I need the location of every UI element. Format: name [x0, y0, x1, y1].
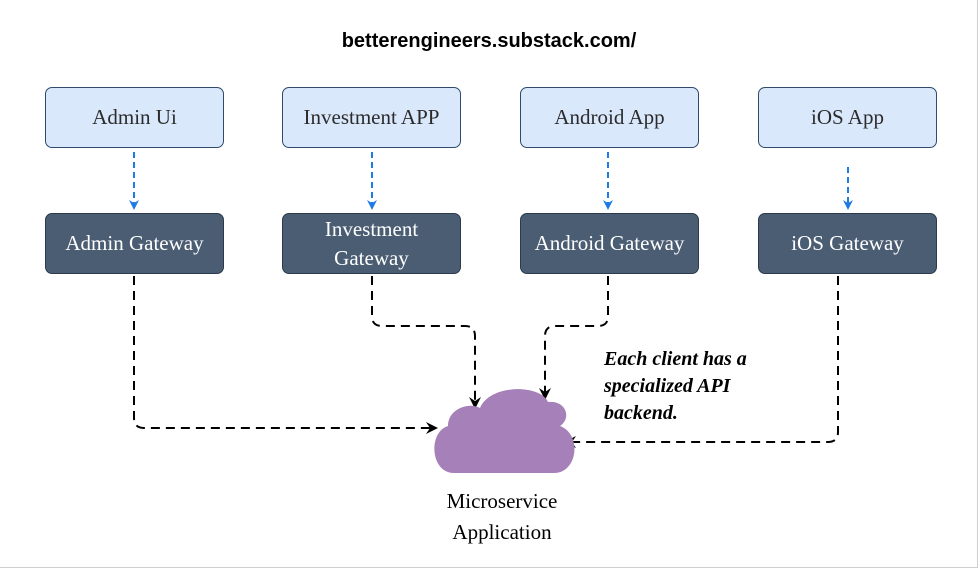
page-title: betterengineers.substack.com/ [341, 30, 637, 52]
annotation-note: Each client has a specialized API backen… [604, 348, 747, 424]
client-admin-ui: Admin Ui [45, 87, 224, 148]
arrow-investment-gateway-to-cloud [371, 276, 481, 409]
arrow-android-gateway-to-cloud [539, 276, 609, 400]
client-ios-app: iOS App [758, 87, 937, 148]
arrow-admin-gateway-to-cloud [133, 276, 438, 434]
microservice-label: Microservice Application [446, 489, 558, 544]
client-investment-app: Investment APP [282, 87, 461, 148]
cloud-icon [434, 389, 575, 473]
gateway-admin: Admin Gateway [45, 213, 224, 274]
arrow-ios-gateway-to-cloud [564, 276, 839, 448]
gateway-android: Android Gateway [520, 213, 699, 274]
gateway-ios: iOS Gateway [758, 213, 937, 274]
client-android-app: Android App [520, 87, 699, 148]
gateway-investment: Investment Gateway [282, 213, 461, 274]
